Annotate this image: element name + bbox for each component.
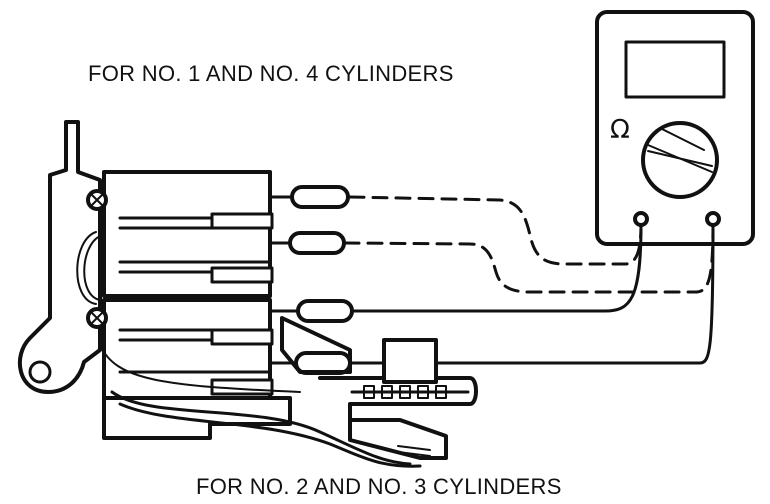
test-lead-solid-upper [350,223,643,313]
side-wire-upper [76,231,97,305]
coil-terminal-tab-1 [210,212,274,230]
label-cylinders-2-3: FOR NO. 2 AND NO. 3 CYLINDERS [196,474,562,499]
harness-connector-icon [280,316,478,460]
selector-dial-icon [641,121,719,199]
ignition-coil-pack-icon [17,120,478,468]
coil-connector-icon-1 [270,185,350,209]
test-lead-dashed-upper [348,195,643,266]
coil-terminal-tab-2 [210,266,274,284]
test-lead-dashed-lower [343,223,715,294]
coil-base [102,383,292,440]
meter-terminal-right [705,211,721,227]
connector-housing [382,338,438,384]
ohmmeter-icon: Ω [595,10,755,246]
test-lead-solid-lower [348,223,715,365]
screw-icon-upper [86,189,108,211]
meter-terminal-left [633,211,649,227]
label-cylinders-1-4: FOR NO. 1 AND NO. 4 CYLINDERS [88,61,454,86]
coil-housing-lower [102,298,272,400]
screw-icon-lower [86,307,108,329]
ohmmeter-body [595,10,755,246]
harness-wire-2 [118,402,422,468]
coil-terminal-tab-3 [210,328,274,346]
ohm-symbol: Ω [610,115,630,145]
coil-connector-icon-3 [270,299,354,323]
harness-wire-1 [110,390,412,466]
bracket-bolt-hole [28,360,52,384]
mounting-bracket [17,120,102,394]
coil-connector-icon-2 [270,231,346,255]
side-wire-upper-inner [83,235,101,301]
ohmmeter-display [624,40,726,99]
side-wire-lower [99,344,301,393]
coil-housing-upper [102,170,272,298]
